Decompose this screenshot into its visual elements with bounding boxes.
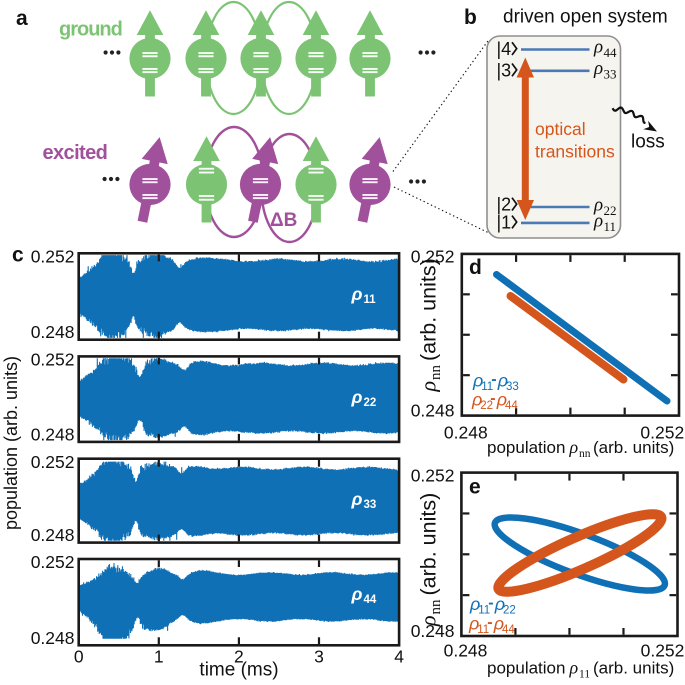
svg-text:0.248: 0.248: [31, 424, 75, 444]
svg-text:0.248: 0.248: [444, 423, 488, 443]
svg-text:11: 11: [481, 381, 493, 393]
svg-text:ρ: ρ: [593, 194, 603, 215]
svg-text:d: d: [469, 256, 482, 279]
svg-text:-: -: [491, 371, 496, 388]
svg-text:0.252: 0.252: [31, 350, 75, 370]
svg-text:(arb. units): (arb. units): [417, 493, 441, 596]
svg-text:(arb. units): (arb. units): [593, 659, 674, 678]
svg-text:0.252: 0.252: [640, 423, 684, 443]
svg-text:-: -: [488, 594, 493, 611]
svg-text:population: population: [487, 438, 565, 457]
svg-text:11: 11: [477, 624, 489, 636]
svg-text:ρ: ρ: [569, 437, 579, 457]
svg-text:0.248: 0.248: [31, 525, 75, 545]
svg-text:44: 44: [502, 624, 515, 636]
svg-text:ρ: ρ: [471, 390, 482, 410]
svg-text:ρ: ρ: [469, 594, 480, 614]
svg-text:-: -: [487, 614, 492, 631]
svg-text:|3: |3: [497, 60, 512, 80]
svg-text:driven open system: driven open system: [503, 7, 668, 28]
svg-text:11: 11: [478, 605, 490, 617]
svg-text:b: b: [464, 6, 477, 29]
svg-text:0.248: 0.248: [444, 641, 488, 661]
svg-text:ground: ground: [59, 19, 122, 41]
svg-text:0.248: 0.248: [411, 621, 455, 641]
svg-text:22: 22: [480, 400, 493, 412]
svg-text:ρ: ρ: [593, 210, 603, 231]
svg-text:|4: |4: [497, 39, 512, 59]
svg-text:(arb. units): (arb. units): [593, 438, 674, 457]
svg-text:ρ: ρ: [351, 284, 363, 304]
svg-text:nn: nn: [428, 599, 444, 615]
svg-text:loss: loss: [631, 132, 665, 153]
svg-text:0.252: 0.252: [641, 641, 685, 661]
svg-text:ρ: ρ: [593, 58, 603, 79]
svg-text:33: 33: [506, 381, 519, 393]
svg-text:0: 0: [74, 647, 84, 667]
svg-text:a: a: [16, 7, 28, 30]
svg-text:11: 11: [364, 294, 377, 306]
svg-text:2: 2: [234, 647, 244, 667]
svg-text:4: 4: [394, 647, 404, 667]
svg-text:population (arb. units): population (arb. units): [1, 356, 21, 530]
svg-text:(arb. units): (arb. units): [417, 258, 441, 361]
svg-text:0.248: 0.248: [31, 322, 75, 342]
svg-text:ρ: ρ: [494, 594, 505, 614]
svg-text:population: population: [487, 659, 565, 678]
svg-text:transitions: transitions: [535, 142, 615, 162]
svg-text:33: 33: [604, 67, 617, 82]
svg-text:ρ: ρ: [593, 37, 603, 58]
svg-text:nn: nn: [579, 448, 591, 460]
svg-text:ρ: ρ: [416, 615, 441, 627]
svg-text:ρ: ρ: [351, 489, 363, 509]
svg-text:time (ms): time (ms): [199, 660, 278, 681]
svg-text:ρ: ρ: [351, 387, 363, 407]
svg-text:ρ: ρ: [496, 390, 507, 410]
svg-text:ΔB: ΔB: [270, 210, 297, 231]
svg-text:11: 11: [604, 219, 617, 234]
svg-text:ρ: ρ: [472, 371, 483, 391]
svg-text:44: 44: [364, 594, 377, 606]
svg-text:0.248: 0.248: [411, 401, 455, 421]
svg-text:1: 1: [154, 647, 164, 667]
svg-text:c: c: [12, 244, 24, 267]
svg-text:11: 11: [579, 669, 590, 681]
svg-text:22: 22: [503, 605, 516, 617]
svg-text:0.252: 0.252: [411, 465, 455, 485]
svg-text:44: 44: [505, 400, 518, 412]
svg-text:0.248: 0.248: [31, 628, 75, 648]
svg-text:ρ: ρ: [468, 614, 479, 634]
svg-text:excited: excited: [43, 142, 108, 164]
svg-text:ρ: ρ: [351, 584, 363, 604]
svg-text:nn: nn: [428, 365, 444, 381]
svg-text:ρ: ρ: [497, 371, 508, 391]
svg-text:3: 3: [314, 647, 324, 667]
svg-text:0.252: 0.252: [411, 247, 455, 267]
svg-text:22: 22: [604, 203, 617, 218]
svg-text:e: e: [469, 476, 481, 499]
svg-text:ρ: ρ: [416, 381, 441, 393]
svg-text:ρ: ρ: [493, 614, 504, 634]
svg-text:|1: |1: [497, 212, 512, 232]
svg-text:ρ: ρ: [569, 658, 579, 678]
svg-text:|2: |2: [497, 195, 512, 215]
svg-text:0.252: 0.252: [31, 247, 75, 267]
svg-text:0.252: 0.252: [31, 552, 75, 572]
svg-text:0.252: 0.252: [31, 452, 75, 472]
svg-text:33: 33: [364, 499, 377, 511]
svg-text:-: -: [490, 390, 495, 407]
svg-text:22: 22: [364, 397, 377, 409]
svg-text:44: 44: [604, 45, 618, 60]
svg-text:optical: optical: [535, 119, 586, 139]
